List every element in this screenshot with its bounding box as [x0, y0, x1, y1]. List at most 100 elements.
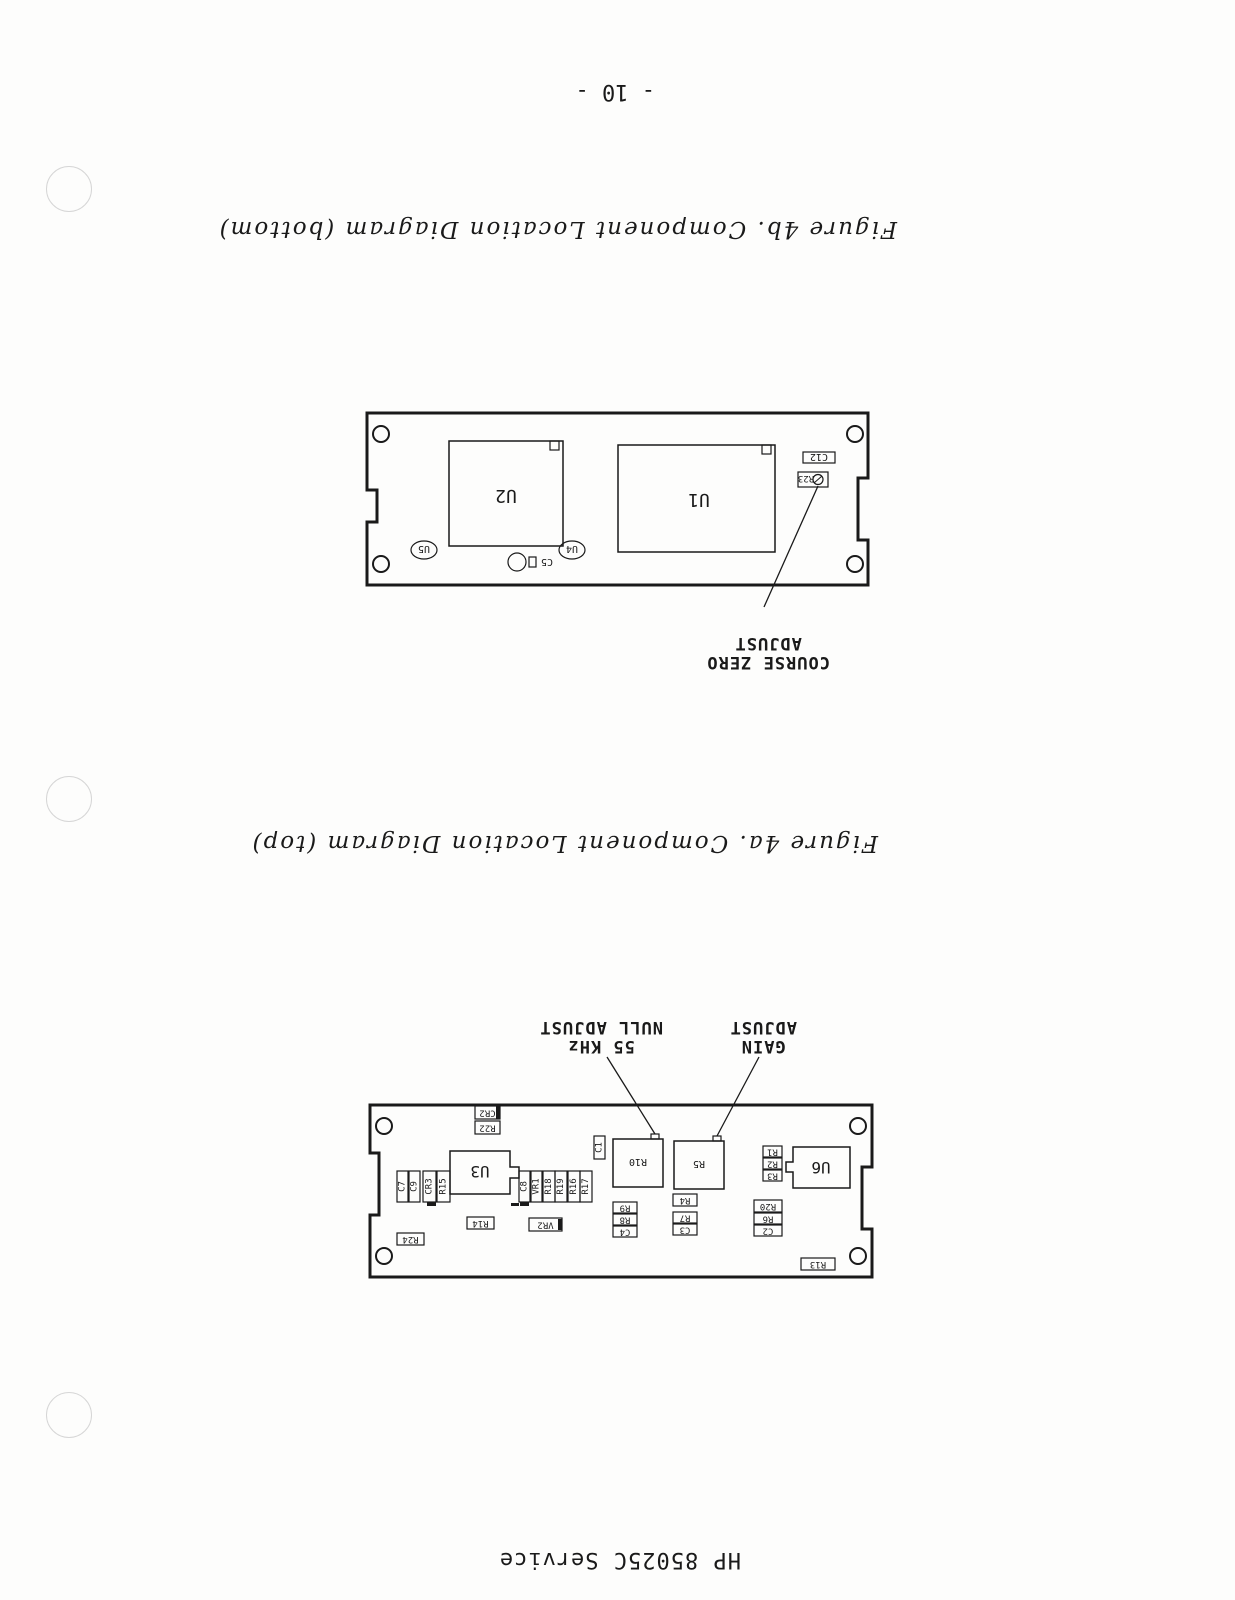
vr2-band [558, 1219, 562, 1230]
cr3-label: CR3 [425, 1178, 435, 1194]
board-bottom-outline [365, 411, 870, 587]
r2-label: R2 [767, 1159, 778, 1169]
r23-label: R23 [798, 473, 814, 483]
r4-outline [672, 1193, 698, 1207]
u5-outline [410, 540, 438, 560]
u2-pin1 [549, 440, 560, 451]
r8-outline [612, 1213, 638, 1226]
course-zero-leader [763, 485, 819, 608]
r15-outline [436, 1170, 451, 1203]
c4-label: C4 [620, 1227, 631, 1237]
c5-outline [507, 552, 527, 572]
u2-label: U2 [495, 485, 517, 506]
board-bottom-hole-bl [846, 425, 864, 443]
c2-outline [753, 1224, 783, 1237]
u5-label: U5 [418, 543, 430, 554]
r23-screw-slot [813, 475, 823, 484]
r16-label: R16 [569, 1178, 579, 1194]
board-top-outline [368, 1103, 874, 1279]
c4-outline [612, 1225, 638, 1238]
r10-label: R10 [629, 1156, 647, 1167]
c5-lead [528, 556, 537, 568]
c8-label: C8 [520, 1181, 530, 1192]
board-top-hole-br [375, 1117, 393, 1135]
r20-label: R20 [760, 1201, 776, 1211]
r19-label: R19 [556, 1178, 566, 1194]
r10-outline [612, 1138, 664, 1188]
cr2-outline [474, 1105, 501, 1120]
r19-outline [554, 1170, 568, 1203]
r7-label: R7 [680, 1213, 691, 1223]
board-bottom-hole-tr [372, 555, 390, 573]
r5-label: R5 [693, 1158, 705, 1169]
r5-outline [673, 1140, 725, 1190]
u3-label: U3 [470, 1162, 489, 1181]
r8-label: R8 [620, 1215, 631, 1225]
u1-label: U1 [688, 489, 710, 510]
r22-label: R22 [479, 1123, 495, 1133]
board-top [368, 1056, 874, 1279]
r20-outline [753, 1199, 783, 1213]
r23-adjust-screw [812, 473, 824, 486]
c12-outline [802, 451, 836, 464]
r15-label: R15 [439, 1178, 449, 1194]
r2-outline [762, 1157, 783, 1170]
u6-outline [785, 1146, 851, 1189]
r17-outline [579, 1170, 593, 1203]
c7-outline [396, 1170, 409, 1203]
r7-outline [672, 1211, 698, 1224]
r14-outline [466, 1216, 495, 1230]
c2-label: C2 [763, 1226, 774, 1236]
r9-label: R9 [620, 1203, 631, 1213]
r1-outline [762, 1145, 783, 1158]
r17-label: R17 [581, 1178, 591, 1194]
u4-outline [558, 540, 586, 560]
r3-outline [762, 1169, 783, 1182]
c7-label: C7 [398, 1181, 408, 1192]
u1-pin1 [761, 444, 772, 455]
c1-outline [593, 1135, 606, 1160]
board-top-hole-tr [375, 1247, 393, 1265]
r6-outline [753, 1212, 783, 1225]
r9-outline [612, 1201, 638, 1214]
null-leader [606, 1056, 656, 1135]
r6-label: R6 [763, 1214, 774, 1224]
vr2-label: VR2 [537, 1220, 553, 1230]
vr2-outline [528, 1217, 563, 1232]
board-top-hole-bl [849, 1117, 867, 1135]
u4-label: U4 [566, 543, 578, 554]
c12-label: C12 [810, 451, 828, 462]
r22-outline [474, 1120, 501, 1135]
c5-label: C5 [541, 556, 553, 567]
cr2-band [496, 1106, 500, 1119]
r1-label: R1 [767, 1147, 778, 1157]
r3-label: R3 [767, 1171, 778, 1181]
r4-label: R4 [680, 1195, 691, 1205]
c8-outline [518, 1170, 531, 1203]
c3-label: C3 [680, 1225, 691, 1235]
c8-band [511, 1203, 519, 1206]
board-bottom [365, 411, 870, 608]
r13-label: R13 [810, 1259, 826, 1269]
board-bottom-hole-br [372, 425, 390, 443]
u6-label: U6 [811, 1158, 830, 1177]
r18-label: R18 [544, 1178, 554, 1194]
c9-label: C9 [410, 1181, 420, 1192]
cr2-label: CR2 [479, 1108, 495, 1118]
cr3-band [427, 1202, 436, 1206]
c3-outline [672, 1223, 698, 1236]
vr1-label: VR1 [532, 1178, 542, 1194]
r24-label: R24 [402, 1234, 418, 1244]
r24-outline [396, 1232, 425, 1246]
c9-outline [408, 1170, 421, 1203]
u2-outline [448, 440, 564, 547]
r13-outline [800, 1257, 836, 1271]
c1-label: C1 [595, 1142, 605, 1153]
u1-outline [617, 444, 776, 553]
vr1-outline [530, 1170, 543, 1203]
board-top-hole-tl [849, 1247, 867, 1265]
